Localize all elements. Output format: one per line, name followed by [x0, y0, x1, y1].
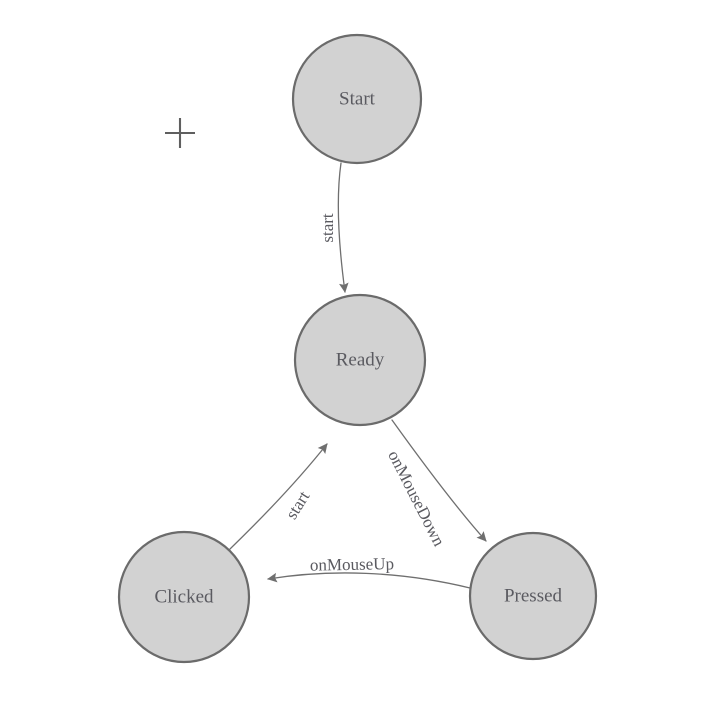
node-start-circle[interactable]: [291, 33, 423, 165]
edge-label-clicked-to-ready: start: [282, 487, 314, 522]
node-start[interactable]: Start: [291, 33, 423, 165]
node-ready[interactable]: Ready: [293, 293, 427, 427]
node-start-label: Start: [339, 88, 376, 109]
edge-ready-to-pressed[interactable]: [391, 419, 487, 542]
edge-path-pressed-to-clicked[interactable]: [267, 572, 471, 589]
edge-label-pressed-to-clicked: onMouseUp: [310, 554, 394, 574]
edge-label-ready-to-pressed: onMouseDown: [384, 447, 449, 549]
node-ready-circle[interactable]: [293, 293, 427, 427]
node-clicked[interactable]: Clicked: [117, 530, 251, 664]
edge-label-start-to-ready: start: [318, 213, 337, 243]
edge-path-ready-to-pressed[interactable]: [391, 419, 487, 542]
nodes-layer: Start Ready Clicked Pressed: [117, 33, 598, 664]
edge-start-to-ready[interactable]: [337, 162, 349, 293]
node-ready-label: Ready: [336, 349, 385, 370]
node-clicked-label: Clicked: [154, 586, 214, 607]
edge-clicked-to-ready[interactable]: [229, 443, 328, 550]
crosshair-marker[interactable]: [165, 118, 195, 148]
node-pressed-circle[interactable]: [468, 531, 598, 661]
node-pressed-label: Pressed: [504, 585, 563, 606]
edges-layer: [229, 162, 487, 589]
node-pressed[interactable]: Pressed: [468, 531, 598, 661]
edge-path-start-to-ready[interactable]: [337, 162, 349, 293]
node-clicked-circle[interactable]: [117, 530, 251, 664]
edge-pressed-to-clicked[interactable]: [267, 572, 471, 589]
edge-path-clicked-to-ready[interactable]: [229, 443, 328, 550]
